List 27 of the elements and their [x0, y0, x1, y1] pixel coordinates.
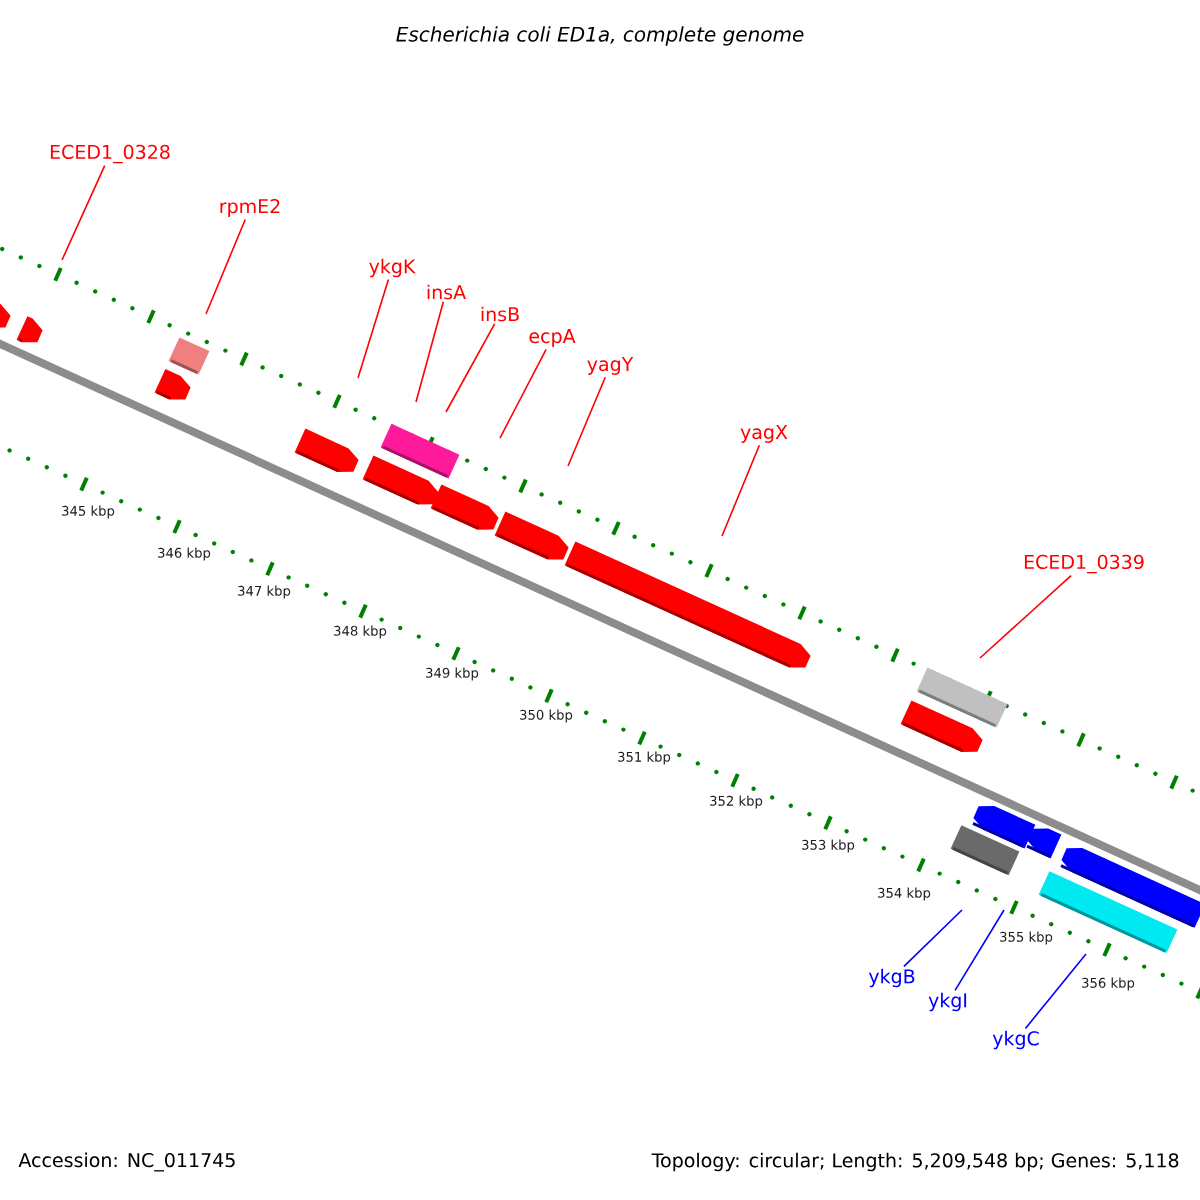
gene-label: yagX [740, 425, 788, 443]
leader-line [979, 574, 1072, 659]
footer-text: Topology: circular; Length: 5,209,548 bp; Genes: 5,118 [651, 1152, 1179, 1172]
leader-line [954, 909, 1005, 992]
gene-label: ecpA [529, 329, 576, 347]
gene-label: ykgI [928, 992, 967, 1012]
footer-text: Accession: NC_011745 [18, 1152, 235, 1172]
leader-line [721, 444, 761, 537]
leader-line [415, 300, 445, 403]
leader-line [499, 348, 547, 439]
gene-label: yagY [587, 357, 634, 375]
gene-label: ykgB [868, 968, 915, 988]
leader-line [567, 376, 607, 467]
gene-label: ECED1_0339 [1024, 554, 1144, 574]
gene-label: rpmE2 [220, 198, 280, 218]
leader-line [1024, 953, 1087, 1030]
gene-label: ykgC [992, 1030, 1039, 1050]
leader-line [445, 322, 496, 413]
gene-label: ECED1_0328 [50, 144, 170, 164]
gene-label: ykgK [369, 258, 416, 278]
title: Escherichia coli ED1a, complete genome [396, 26, 804, 46]
gene-label: insA [427, 284, 466, 300]
leader-line [357, 278, 390, 379]
leader-line [61, 164, 106, 261]
gene-label: insB [481, 306, 519, 322]
leader-line [205, 218, 247, 315]
leader-line [903, 909, 963, 968]
